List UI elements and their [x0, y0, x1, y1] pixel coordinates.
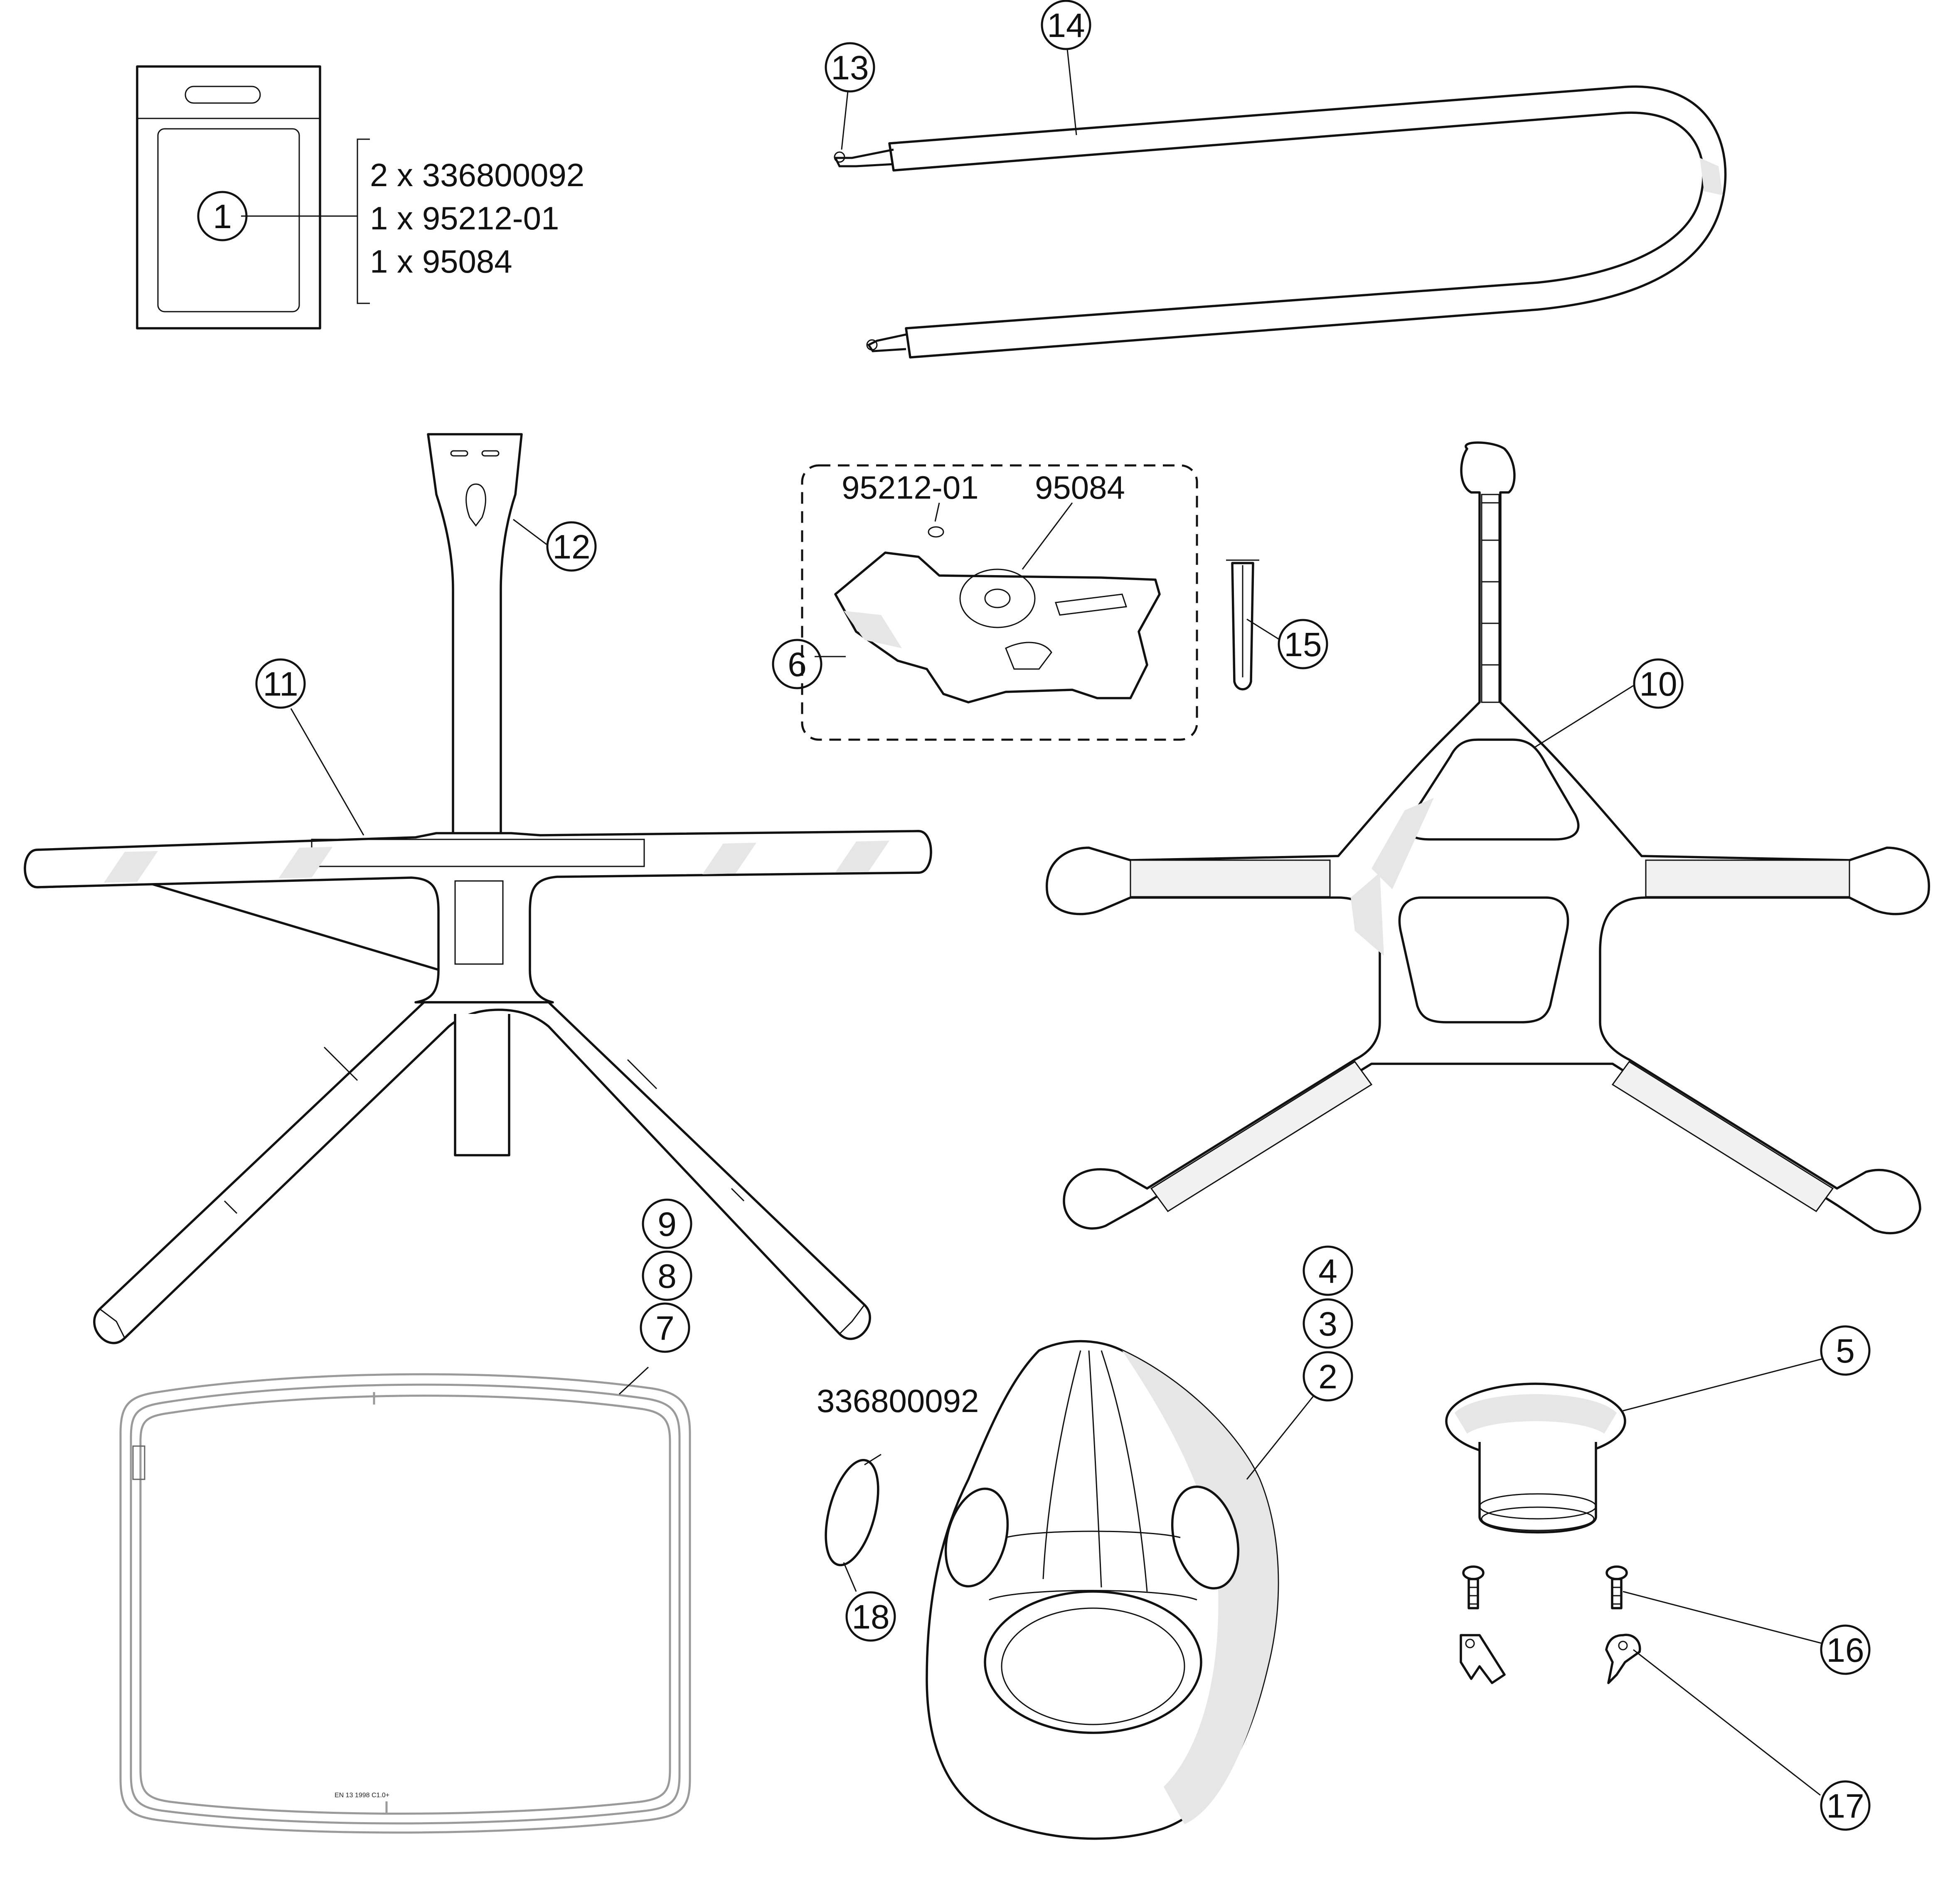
svg-text:15: 15: [1284, 626, 1322, 664]
svg-text:1: 1: [213, 198, 232, 236]
callout-16: 16: [1820, 1624, 1871, 1675]
svg-text:8: 8: [657, 1257, 677, 1295]
visor-marking: EN 13 1998 C1.0+: [335, 1792, 389, 1799]
callout-7: 7: [640, 1302, 690, 1353]
callout-6: 6: [772, 639, 822, 689]
filter-disc: 336800092: [817, 1383, 979, 1592]
svg-text:5: 5: [1836, 1332, 1855, 1370]
label-336800092: 336800092: [817, 1383, 979, 1419]
neck-strap: [833, 85, 1727, 359]
callout-11: 11: [255, 658, 306, 709]
svg-text:4: 4: [1318, 1252, 1337, 1290]
svg-text:18: 18: [852, 1598, 889, 1636]
callout-4: 4: [1303, 1245, 1353, 1296]
kit-contents-list: 2 x 336800092 1 x 95212-01 1 x 95084: [370, 157, 584, 280]
visor: EN 13 1998 C1.0+: [119, 1366, 691, 1834]
callout-9: 9: [642, 1198, 692, 1249]
svg-text:13: 13: [831, 49, 869, 87]
callout-12: 12: [546, 521, 597, 572]
kit-line-1: 2 x 336800092: [370, 157, 584, 193]
screws: [1462, 1565, 1823, 1644]
pin: [1226, 559, 1280, 691]
ribbed-strap-top: [1481, 494, 1500, 703]
callout-5: 5: [1820, 1325, 1871, 1376]
svg-text:9: 9: [657, 1205, 677, 1243]
head-harness-rear: [24, 433, 932, 1344]
callout-2: 2: [1303, 1351, 1353, 1402]
svg-text:12: 12: [552, 528, 590, 566]
facepiece: [926, 1340, 1314, 1840]
callout-8: 8: [642, 1250, 692, 1301]
svg-text:14: 14: [1047, 7, 1085, 44]
head-harness-front: [1046, 441, 1930, 1235]
kit-bag: [136, 65, 321, 330]
svg-text:10: 10: [1639, 665, 1677, 703]
clips: [1460, 1634, 1821, 1796]
label-95084: 95084: [1035, 469, 1125, 506]
kit-line-3: 1 x 95084: [370, 243, 512, 280]
callout-14: 14: [1041, 0, 1091, 135]
callout-15: 15: [1278, 619, 1328, 669]
callout-13: 13: [825, 42, 875, 150]
svg-text:7: 7: [655, 1309, 675, 1347]
kit-line-2: 1 x 95212-01: [370, 200, 559, 236]
callout-18: 18: [845, 1591, 896, 1642]
valve-housing: [1445, 1358, 1823, 1534]
svg-text:16: 16: [1826, 1631, 1864, 1669]
svg-text:3: 3: [1318, 1305, 1337, 1343]
label-95212-01: 95212-01: [842, 469, 979, 506]
valve-assembly-box: 95212-01 95084: [801, 464, 1198, 741]
svg-text:17: 17: [1826, 1787, 1864, 1825]
svg-text:11: 11: [263, 665, 298, 703]
callout-10: 10: [1633, 658, 1684, 709]
callout-17: 17: [1820, 1780, 1871, 1831]
kit-bracket: [241, 138, 370, 304]
callout-3: 3: [1303, 1298, 1353, 1349]
callout-1: 1: [197, 191, 248, 241]
svg-text:2: 2: [1318, 1358, 1337, 1396]
svg-text:6: 6: [788, 646, 807, 684]
